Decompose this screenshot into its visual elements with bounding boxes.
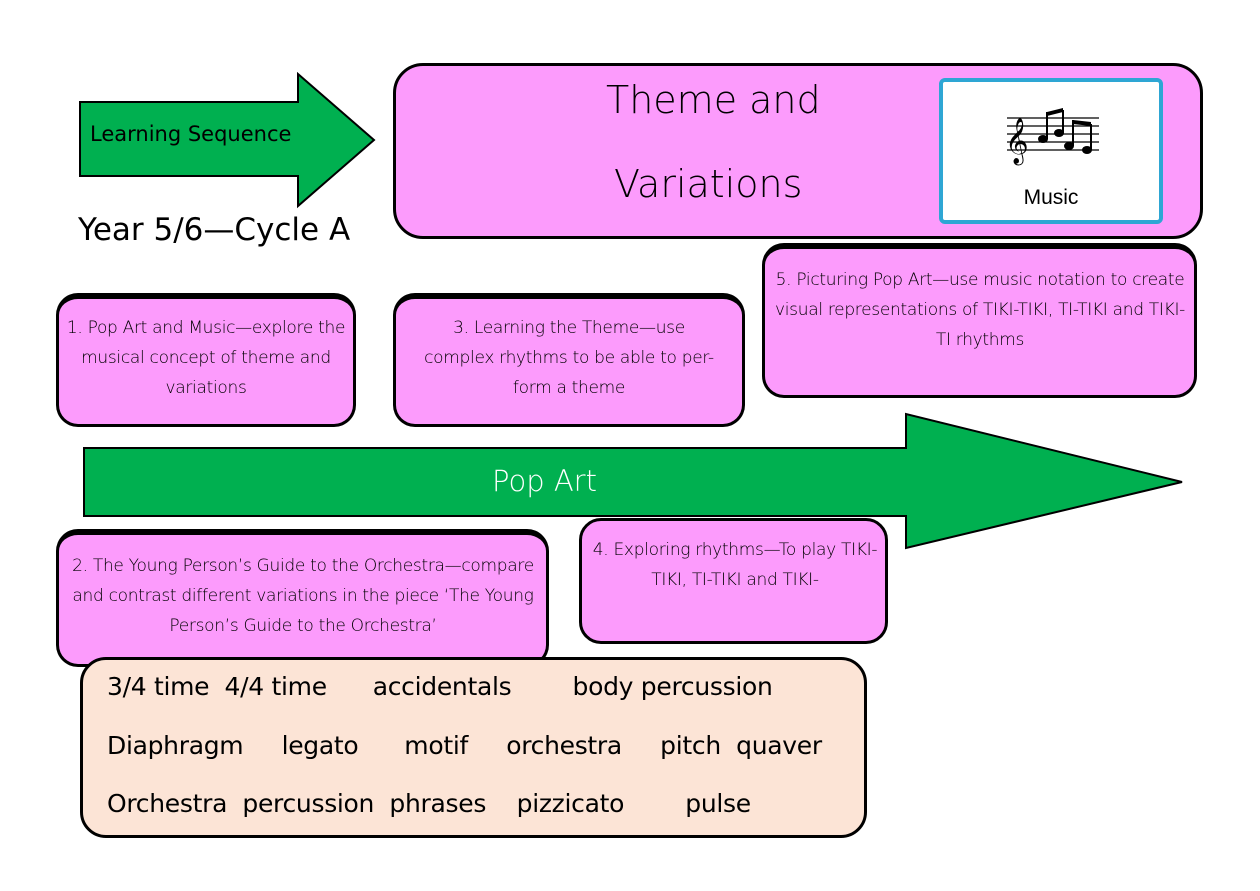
step-3-box: 3. Learning the Theme—use complex rhythm… [393,293,745,427]
learning-sequence-label: Learning Sequence [90,122,292,146]
vocabulary-box: 3/4 time 4/4 time accidentals body percu… [80,657,867,838]
step-3-text: 3. Learning the Theme—use complex rhythm… [424,318,714,398]
step-2-text: 2. The Young Person’s Guide to the Orche… [72,556,534,636]
vocabulary-line-1: 3/4 time 4/4 time accidentals body percu… [107,672,773,701]
title-line-1: Theme and [606,78,821,122]
title-line-2: Variations [614,162,803,206]
pop-art-timeline-arrow [83,412,1183,550]
cycle-label: Year 5/6—Cycle A [78,212,351,248]
step-5-box: 5. Picturing Pop Art—use music notation … [762,243,1197,398]
subject-card: 𝄞 Music [939,78,1163,224]
music-notation-icon: 𝄞 [1005,108,1099,166]
title-box: Theme and Variations 𝄞 [393,63,1203,239]
step-4-box: 4. Exploring rhythms—To play TIKI-TIKI, … [579,518,888,644]
step-5-text: 5. Picturing Pop Art—use music notation … [774,270,1185,350]
subject-label: Music [1023,186,1079,209]
step-1-box: 1. Pop Art and Music—explore the musical… [56,293,356,427]
timeline-label: Pop Art [492,464,597,498]
vocabulary-line-3: Orchestra percussion phrases pizzicato p… [107,789,751,818]
learning-sequence-arrow [79,72,376,209]
vocabulary-line-2: Diaphragm legato motif orchestra pitch q… [107,731,822,760]
step-1-text: 1. Pop Art and Music—explore the musical… [66,318,346,398]
step-4-text: 4. Exploring rhythms—To play TIKI-TIKI, … [592,540,878,590]
svg-text:𝄞: 𝄞 [1005,118,1029,166]
step-2-box: 2. The Young Person’s Guide to the Orche… [56,529,549,667]
